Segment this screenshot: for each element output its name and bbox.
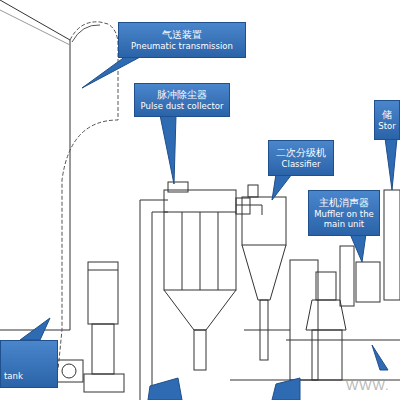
callout-box: 主机消声器Muffler on the main unit	[308, 190, 380, 236]
pipe-line	[72, 25, 100, 42]
line	[200, 212, 201, 290]
blower-wheel	[62, 364, 76, 378]
callout-title: 储	[382, 109, 392, 121]
valve	[194, 330, 206, 370]
classifier-body	[242, 197, 286, 245]
watermark: WWW.	[346, 378, 390, 393]
callout-title: 主机消声器	[319, 197, 369, 209]
storage-hopper	[384, 190, 400, 300]
callout-box: 二次分级机Classifier	[268, 140, 334, 176]
classifier-motor	[248, 185, 258, 197]
callout-fragment	[272, 378, 300, 400]
line	[286, 340, 400, 341]
callout-title: 二次分级机	[276, 147, 326, 159]
mill-motor	[316, 272, 336, 300]
classifier-cone	[242, 245, 286, 300]
line	[88, 270, 118, 271]
fan-muffler	[88, 262, 118, 324]
bucket-elevator	[340, 246, 354, 306]
callout-tail	[385, 138, 397, 190]
callout-box: tank	[0, 340, 58, 388]
callout-tail	[372, 345, 388, 370]
duct	[152, 212, 168, 400]
callout-tail	[82, 56, 142, 88]
callout-box: 脉冲除尘器Pulse dust collector	[134, 83, 230, 117]
silo-line	[0, 10, 70, 45]
blower	[55, 360, 83, 382]
mill-base	[312, 330, 342, 380]
callout-tail	[160, 115, 176, 184]
callout-text: tank	[4, 371, 23, 381]
callout-tail	[350, 234, 366, 262]
collector-body	[164, 190, 236, 290]
callout-box: 气送装置Pneumatic transmission	[118, 22, 246, 58]
collector-hopper	[164, 290, 236, 330]
callout-title: 脉冲除尘器	[157, 89, 207, 101]
callout-title: 气送装置	[162, 29, 202, 41]
silo	[0, 0, 70, 330]
main-muffler	[356, 262, 380, 302]
mill-frame	[290, 260, 318, 380]
line	[182, 212, 183, 290]
callout-text: Classifier	[282, 159, 321, 169]
fan	[84, 374, 124, 392]
callout-fragment	[148, 378, 182, 400]
line	[218, 212, 219, 290]
callout-box: 储Stor	[374, 100, 400, 140]
callout-text: Muffler on the main unit	[312, 209, 376, 229]
line	[244, 330, 290, 331]
callout-tail	[272, 174, 292, 200]
callout-text: Pulse dust collector	[141, 101, 224, 111]
fan-stand	[92, 324, 114, 374]
callout-text: Stor	[378, 121, 395, 131]
callout-text: Pneumatic transmission	[131, 41, 233, 51]
flange	[236, 198, 250, 214]
callout-tail	[20, 318, 50, 340]
